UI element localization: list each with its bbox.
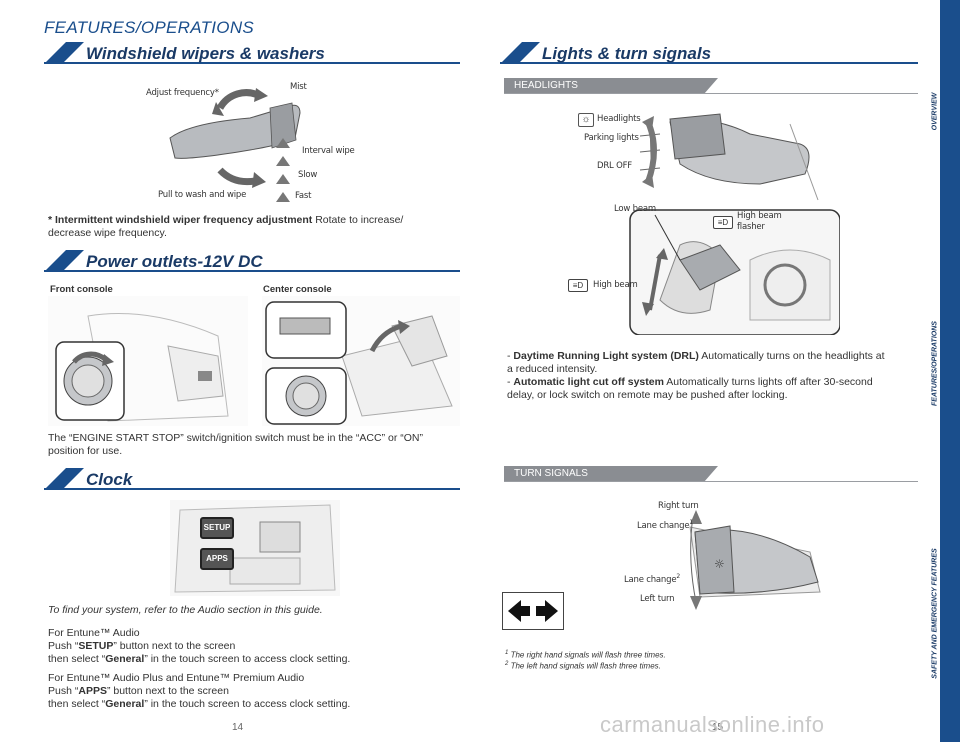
turn-arrows-icon [508,600,558,622]
interval-wipe-label: Interval wipe [302,146,355,156]
drl-off-label: DRL OFF [597,161,632,171]
footnote-2: 2 The left hand signals will flash three… [505,661,661,671]
headlight-switch-illustration [639,113,819,201]
outlets-note: The “ENGINE START STOP” switch/ignition … [48,432,423,457]
page-number-left: 14 [232,722,244,733]
adjust-frequency-label: Adjust frequency* [146,88,219,98]
sidebar-tab-safety[interactable] [930,500,940,720]
headlights-tab-line [504,93,918,94]
sidebar-features-label: FEATURES/OPERATIONS [931,321,939,406]
clock-intro: To find your system, refer to the Audio … [48,604,323,616]
footnote-1: 1 The right hand signals will flash thre… [505,650,666,660]
turn-signal-illustration: ☼ [689,510,821,610]
headlight-icon: ☼ [578,113,594,127]
low-beam-label: Low beam [614,204,656,214]
front-console-illustration [48,296,248,426]
high-beam-label: High beam [593,280,638,290]
pull-to-wash-label: Pull to wash and wipe [158,190,247,200]
wiper-lever-illustration [169,88,301,202]
wipers-title: Windshield wipers & washers [86,44,325,63]
high-beam-icon: ≡D [568,279,588,292]
section-title: FEATURES/OPERATIONS [44,18,255,37]
sidebar-tab-overview[interactable] [930,40,940,190]
fast-label: Fast [295,191,312,201]
apps-button-label: APPS [206,554,228,563]
wiper-note: * Intermittent windshield wiper frequenc… [48,214,404,239]
sidebar-safety-label: SAFETY AND EMERGENCY FEATURES [931,548,939,679]
turn-signals-tab-line [504,481,918,482]
front-console-label: Front console [50,284,113,295]
outlets-header: Power outlets-12V DC [44,250,460,274]
clock-paragraph-1: For Entune™ Audio Push “SETUP” button ne… [48,627,351,665]
lights-header: Lights & turn signals [500,42,918,66]
lane-change-2-label: Lane change2 [624,573,680,585]
turn-signals-tab: TURN SIGNALS [504,466,718,482]
right-turn-label: Right turn [658,501,699,511]
setup-button[interactable]: SETUP [200,517,234,539]
sidebar-tab-features[interactable] [930,270,940,460]
clock-paragraph-2: For Entune™ Audio Plus and Entune™ Premi… [48,672,351,710]
drl-description: - Daytime Running Light system (DRL) Aut… [507,350,885,375]
clock-header: Clock [44,468,460,492]
auto-cutoff-description: - Automatic light cut off system Automat… [507,376,873,401]
beam-illustration [629,209,840,335]
slow-label: Slow [298,170,318,180]
turn-indicator-icon [502,592,564,630]
center-console-illustration [262,296,460,426]
lane-change-1-label: Lane change1 [637,519,693,531]
center-console-label: Center console [263,284,332,295]
parking-lights-label: Parking lights [584,133,639,143]
headlights-label: Headlights [597,114,641,124]
high-beam-flasher-icon: ≡D [713,216,733,229]
setup-button-label: SETUP [203,523,231,532]
apps-button[interactable]: APPS [200,548,234,570]
left-turn-label: Left turn [640,594,675,604]
lights-title: Lights & turn signals [542,44,712,63]
watermark: carmanualsonline.info [600,712,825,737]
outlets-title: Power outlets-12V DC [86,252,263,271]
clock-title: Clock [86,470,133,489]
mist-label: Mist [290,82,307,92]
audio-unit-illustration [170,500,340,596]
wipers-header: Windshield wipers & washers [44,42,460,66]
sidebar-strip [940,0,960,742]
headlights-tab: HEADLIGHTS [504,78,718,94]
svg-text:☼: ☼ [714,557,725,571]
page-number-right: 15 [712,722,724,733]
sidebar-overview-label: OVERVIEW [931,92,939,131]
